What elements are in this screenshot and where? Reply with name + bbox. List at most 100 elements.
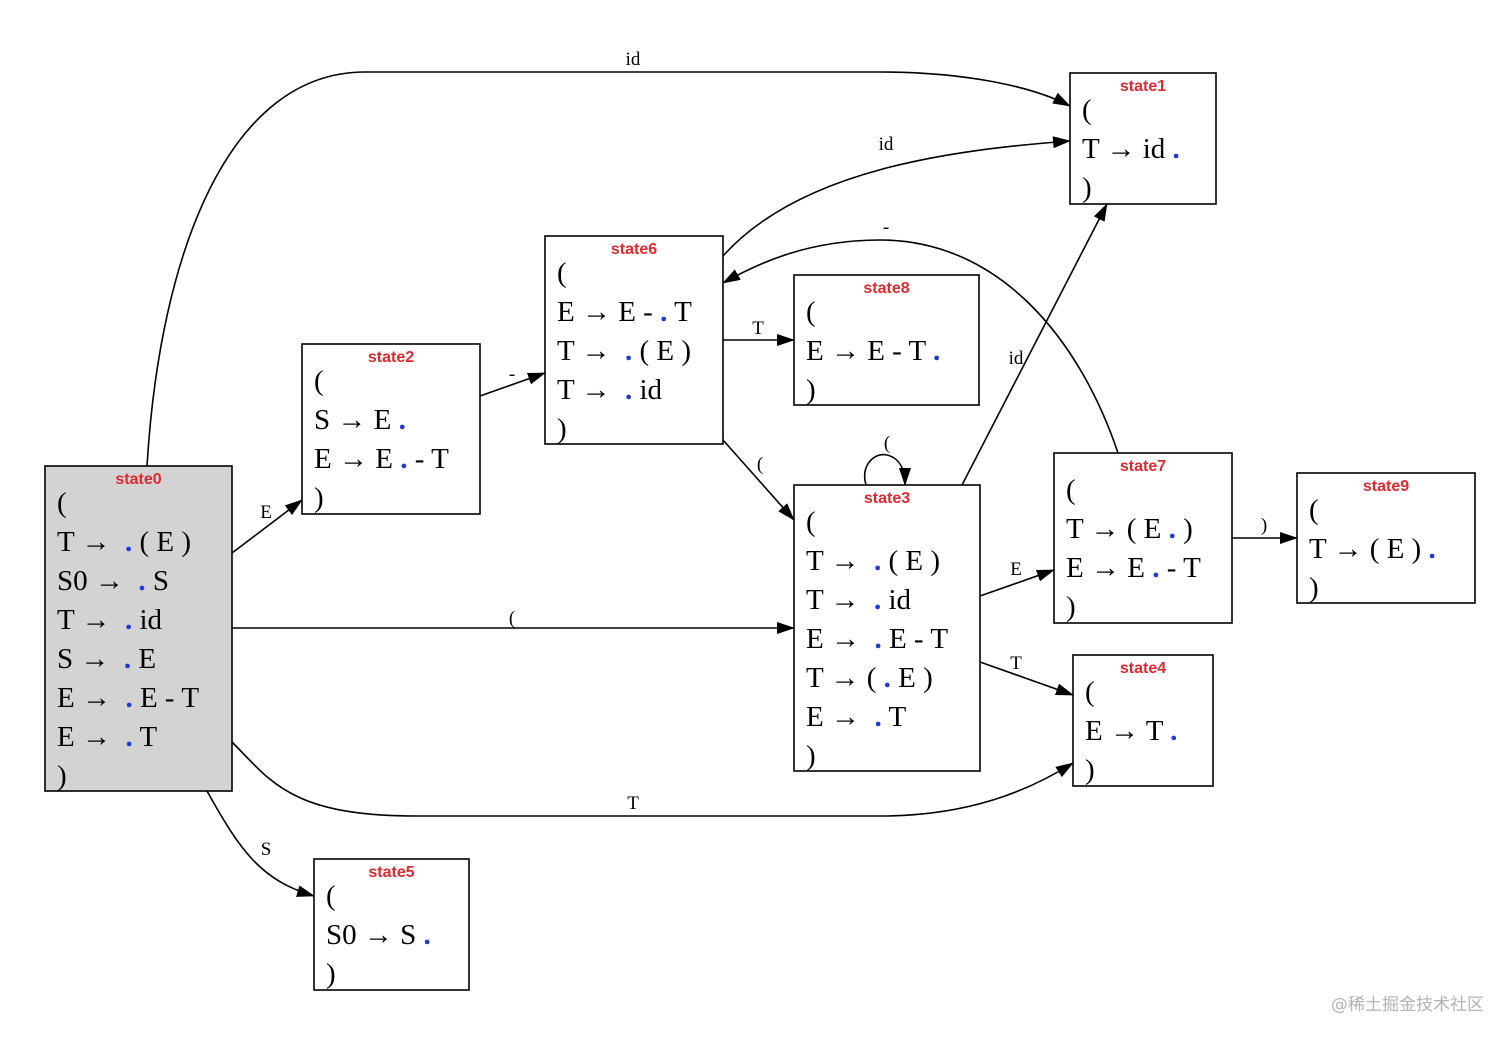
edge-state3-to-state4: T [979, 653, 1074, 696]
edge-label: ( [509, 608, 515, 629]
state-box [1296, 472, 1476, 604]
state-node-state2: state2(S → E .E → E . - T) [301, 343, 481, 515]
state-box [44, 465, 233, 792]
production-line: ( [806, 296, 816, 328]
production-text: ) [1082, 172, 1092, 204]
edge-state6-to-state3: ( [722, 439, 795, 521]
production-text: E → [806, 701, 874, 733]
production-text: E → E - T [806, 335, 933, 367]
state-node-state1: state1 ( T → id .) [1069, 72, 1217, 205]
production-text: E - T [882, 623, 949, 655]
production-text: T → ( E ) [1309, 533, 1428, 565]
edge-state0-to-state3: ( [232, 608, 795, 634]
state-box [1072, 654, 1214, 787]
production-text: ) [1309, 572, 1319, 604]
state-box [544, 235, 724, 445]
state-title: state1 [1120, 78, 1166, 95]
edge-state0-to-state5: S [206, 790, 315, 897]
production-text: S0 → S [326, 919, 424, 951]
item-dot: . [1152, 552, 1159, 584]
production-line: T → ( E ) . [1309, 533, 1436, 565]
edge-label: T [1010, 653, 1022, 674]
state-node-state7: state7(T → ( E . )E → E . - T) [1053, 452, 1233, 624]
production-line: ( [326, 880, 336, 912]
edge-state3-to-state3: ( [863, 433, 911, 486]
item-dot: . [660, 296, 667, 328]
production-line: S → E . [314, 404, 406, 436]
production-line: T → ( . E ) [806, 662, 933, 694]
production-text: E → T [1085, 715, 1170, 747]
production-text: E ) [891, 662, 933, 694]
item-dot: . [884, 662, 891, 694]
state-node-state3: state3(T → . ( E )T → . idE → . E - TT →… [793, 484, 981, 772]
state-box [1069, 72, 1217, 205]
edge-line [722, 439, 795, 521]
production-line: ) [1066, 591, 1076, 623]
production-line: E → E . - T [314, 443, 449, 475]
production-text: T → [806, 584, 874, 616]
state-node-state8: state8(E → E - T .) [793, 274, 980, 406]
production-text: ( [57, 487, 67, 519]
production-line: ( [557, 257, 567, 289]
item-dot: . [1173, 133, 1180, 165]
production-text: T [133, 721, 158, 753]
production-text: S [146, 565, 169, 597]
production-text: ) [806, 740, 816, 772]
edge-label: id [1009, 348, 1024, 369]
production-line: E → E - . T [557, 296, 692, 328]
production-line: E → E - T . [806, 335, 940, 367]
item-dot: . [933, 335, 940, 367]
production-text: S → E [314, 404, 399, 436]
edge-label: id [879, 134, 894, 155]
edge-state7-to-state9: ) [1232, 515, 1298, 544]
production-text: E → [806, 623, 874, 655]
production-line: ( [1066, 474, 1076, 506]
production-line: T → id . [1082, 133, 1180, 165]
state-title: state9 [1363, 478, 1409, 495]
edge-line [231, 499, 303, 554]
edge-label: S [261, 839, 272, 860]
production-text: T → [57, 604, 125, 636]
edge-state0-to-state1: id [146, 49, 1071, 467]
production-line: ) [1082, 172, 1092, 204]
production-line: ( [314, 365, 324, 397]
production-text: ( [314, 365, 324, 397]
production-line: S0 → . S [57, 565, 169, 597]
production-line: ) [806, 374, 816, 406]
state-node-state5: state5(S0 → S .) [313, 858, 470, 991]
edge-label: - [509, 364, 515, 385]
production-line: T → . id [557, 374, 663, 406]
production-text: ) [1085, 754, 1095, 786]
production-text: - T [407, 443, 449, 475]
production-line: ) [806, 740, 816, 772]
item-dot: . [399, 404, 406, 436]
production-text: T → [557, 335, 625, 367]
production-text: T [882, 701, 907, 733]
edge-label: T [627, 793, 639, 814]
item-dot: . [138, 565, 145, 597]
production-text: E → E [1066, 552, 1152, 584]
production-line: T → . id [57, 604, 163, 636]
production-text: ( [806, 296, 816, 328]
production-line: T → . ( E ) [557, 335, 691, 367]
production-text: ( [1066, 474, 1076, 506]
edge-line [722, 136, 1071, 257]
production-line: ( [57, 487, 67, 519]
state-title: state0 [115, 471, 161, 488]
production-line: ( [1082, 94, 1092, 126]
edge-label: id [626, 49, 641, 70]
production-text: T [667, 296, 692, 328]
production-line: ) [314, 482, 324, 514]
production-text: ) [1066, 591, 1076, 623]
edge-state0-to-state4: T [231, 741, 1074, 817]
production-text: E → E [314, 443, 400, 475]
production-text: ) [1176, 513, 1193, 545]
production-text: ( E ) [632, 335, 691, 367]
item-dot: . [124, 643, 131, 675]
production-text: E [131, 643, 156, 675]
item-dot: . [125, 721, 132, 753]
item-dot: . [625, 335, 632, 367]
edge-state3-to-state7: E [979, 559, 1055, 597]
state-box [793, 274, 980, 406]
